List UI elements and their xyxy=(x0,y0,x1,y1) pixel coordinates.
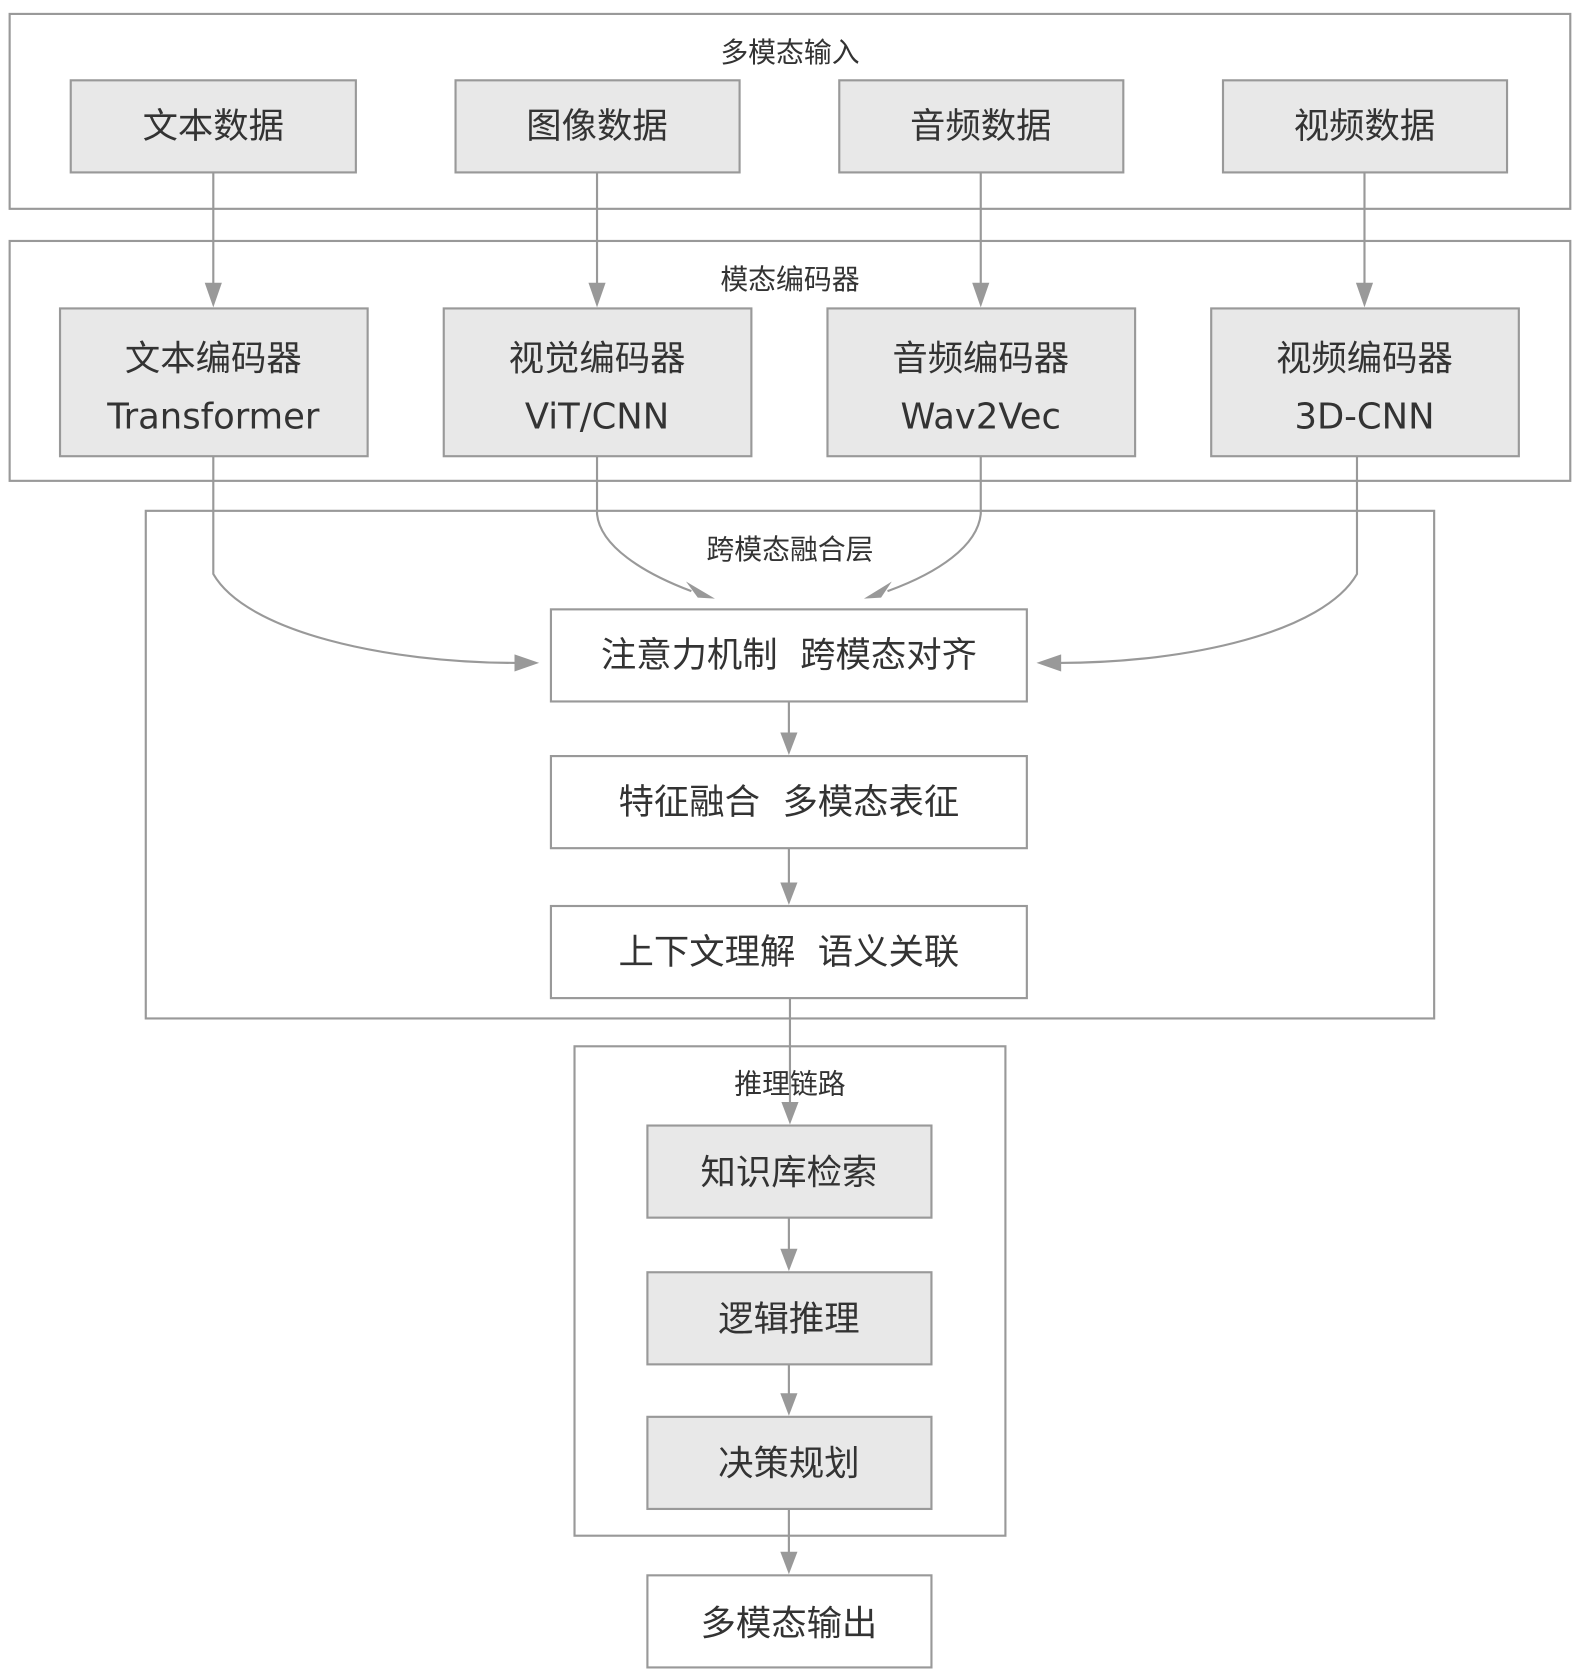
node-context: 上下文理解 语义关联 xyxy=(549,904,1028,1000)
node-output: 多模态输出 xyxy=(646,1574,933,1669)
edge-audio-encoder-to-attention xyxy=(887,456,982,593)
group-label-input: 多模态输入 xyxy=(720,36,859,69)
node-visual-encoder-title: 视觉编码器 xyxy=(509,339,686,380)
node-audio-encoder-model: Wav2Vec xyxy=(901,396,1061,437)
arrowhead-icon xyxy=(780,1393,798,1416)
node-feature-fusion: 特征融合 多模态表征 xyxy=(549,755,1028,850)
node-kb-retrieval-label: 知识库检索 xyxy=(700,1152,877,1193)
node-decision-planning-label: 决策规划 xyxy=(718,1444,859,1485)
node-video-encoder-title: 视频编码器 xyxy=(1276,339,1453,380)
node-visual-encoder: 视觉编码器 ViT/CNN xyxy=(442,307,753,458)
arrowhead-icon xyxy=(588,282,606,308)
arrowhead-icon xyxy=(780,1248,798,1272)
arrowhead-icon xyxy=(781,1101,799,1125)
group-label-encoders: 模态编码器 xyxy=(720,263,859,296)
node-text-encoder-model: Transformer xyxy=(106,396,320,437)
node-audio-data-label: 音频数据 xyxy=(910,106,1051,147)
node-video-encoder-model: 3D-CNN xyxy=(1294,396,1434,437)
arrowhead-icon xyxy=(780,1551,798,1575)
arrowhead-icon xyxy=(863,581,892,599)
arrowhead-icon xyxy=(685,581,715,599)
node-video-data-label: 视频数据 xyxy=(1294,106,1435,147)
node-image-data: 图像数据 xyxy=(454,79,741,174)
group-label-fusion: 跨模态融合层 xyxy=(706,533,873,566)
arrowhead-icon xyxy=(780,882,798,905)
node-text-encoder: 文本编码器 Transformer xyxy=(58,307,369,458)
node-text-data: 文本数据 xyxy=(69,79,357,174)
node-kb-retrieval: 知识库检索 xyxy=(646,1124,933,1219)
node-text-data-label: 文本数据 xyxy=(143,106,284,147)
arrowhead-icon xyxy=(1036,654,1062,672)
node-audio-encoder: 音频编码器 Wav2Vec xyxy=(826,307,1137,458)
node-video-data: 视频数据 xyxy=(1221,79,1509,174)
edge-visual-encoder-to-attention xyxy=(595,456,692,593)
group-label-reasoning: 推理链路 xyxy=(734,1067,846,1100)
node-audio-data: 音频数据 xyxy=(838,79,1125,174)
node-video-encoder: 视频编码器 3D-CNN xyxy=(1210,307,1520,458)
node-context-label: 上下文理解 语义关联 xyxy=(619,932,960,973)
node-image-data-label: 图像数据 xyxy=(526,106,667,147)
edge-video-encoder-to-attention xyxy=(1059,456,1359,664)
node-attention: 注意力机制 跨模态对齐 xyxy=(549,608,1028,703)
node-attention-label: 注意力机制 跨模态对齐 xyxy=(601,635,977,676)
arrowhead-icon xyxy=(780,732,798,756)
edge-text-encoder-to-attention xyxy=(212,456,517,664)
node-logic-reasoning: 逻辑推理 xyxy=(646,1271,933,1366)
node-output-label: 多模态输出 xyxy=(700,1603,877,1644)
node-logic-reasoning-label: 逻辑推理 xyxy=(718,1299,859,1340)
arrowhead-icon xyxy=(514,654,540,672)
node-decision-planning: 决策规划 xyxy=(646,1415,933,1511)
node-text-encoder-title: 文本编码器 xyxy=(125,339,302,380)
arrowhead-icon xyxy=(1355,282,1374,308)
arrowhead-icon xyxy=(204,282,222,308)
node-visual-encoder-model: ViT/CNN xyxy=(525,396,669,437)
arrowhead-icon xyxy=(972,282,990,308)
node-feature-fusion-label: 特征融合 多模态表征 xyxy=(619,782,960,823)
node-audio-encoder-title: 音频编码器 xyxy=(892,339,1069,380)
